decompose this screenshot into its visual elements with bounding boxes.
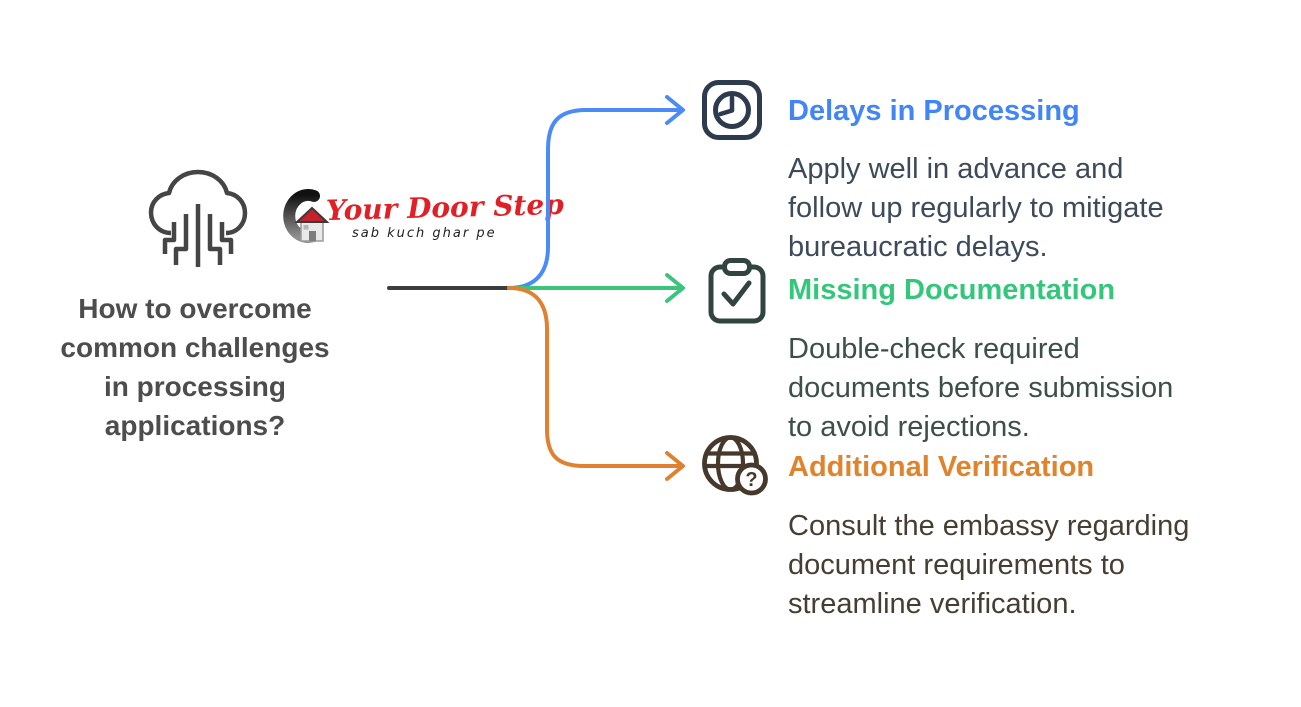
section-body-missing-docs: Double-check required documents before s… bbox=[788, 333, 1174, 443]
cloud-outline bbox=[148, 169, 248, 236]
globe-question-icon: ? bbox=[702, 435, 768, 496]
delays-branch-line bbox=[507, 108, 683, 290]
main-question-title: How to overcome common challenges in pro… bbox=[60, 293, 330, 441]
section-heading-delays: Delays in Processing bbox=[788, 95, 1080, 127]
circuit-line bbox=[173, 214, 189, 265]
section-heading-missing-docs: Missing Documentation bbox=[788, 274, 1116, 306]
brand-tagline: sab kuch ghar pe bbox=[352, 226, 497, 241]
circuit-line bbox=[162, 222, 177, 254]
delays-branch-arrowhead bbox=[665, 95, 685, 125]
house-icon bbox=[283, 189, 330, 243]
clock-icon bbox=[702, 80, 762, 140]
clipboard-check-icon bbox=[708, 258, 766, 324]
verification-branch-arrowhead bbox=[665, 451, 685, 481]
question-mark-glyph: ? bbox=[745, 469, 757, 491]
branch-connectors bbox=[507, 95, 685, 481]
trunk-line bbox=[387, 286, 509, 290]
cloud-circuit-icon bbox=[148, 169, 248, 267]
circuit-line bbox=[207, 214, 223, 265]
verification-branch-line bbox=[507, 286, 683, 468]
section-body-verification: Consult the embassy regarding document r… bbox=[788, 510, 1190, 620]
section-heading-verification: Additional Verification bbox=[788, 451, 1095, 483]
section-body-delays: Apply well in advance and follow up regu… bbox=[788, 153, 1164, 263]
circuit-line bbox=[219, 222, 234, 254]
missing-docs-branch-arrowhead bbox=[665, 273, 685, 303]
